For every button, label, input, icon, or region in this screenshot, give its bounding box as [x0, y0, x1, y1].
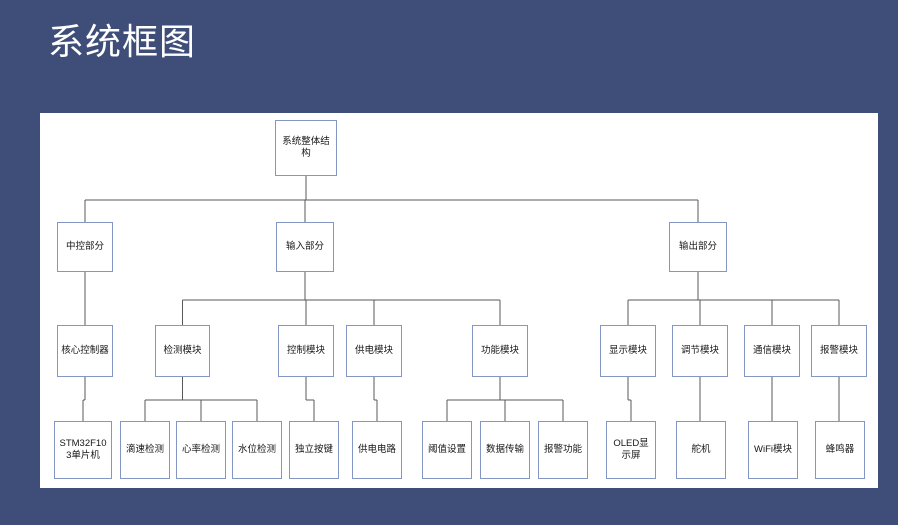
diagram-node-function[interactable]: 功能模块 — [472, 325, 528, 377]
diagram-node-power[interactable]: 供电模块 — [346, 325, 402, 377]
diagram-node-label: 报警模块 — [819, 344, 858, 356]
diagram-node-button[interactable]: 独立按键 — [289, 421, 339, 479]
diagram-node-heart[interactable]: 心率检测 — [176, 421, 226, 479]
diagram-node-label: 报警功能 — [543, 443, 582, 455]
diagram-node-detect[interactable]: 检测模块 — [155, 325, 210, 377]
diagram-node-label: 系统整体结构 — [282, 135, 330, 160]
diagram-node-datatx[interactable]: 数据传输 — [480, 421, 530, 479]
diagram-node-wifi[interactable]: WiFi模块 — [748, 421, 798, 479]
diagram-node-label: 舵机 — [691, 443, 711, 455]
diagram-node-label: 输入部分 — [285, 240, 324, 252]
diagram-node-control[interactable]: 控制模块 — [278, 325, 334, 377]
diagram-node-root[interactable]: 系统整体结构 — [275, 120, 337, 176]
diagram-node-label: 蜂鸣器 — [825, 443, 855, 455]
diagram-node-label: STM32F103单片机 — [59, 437, 107, 462]
diagram-node-label: 独立按键 — [294, 443, 333, 455]
diagram-node-stm32[interactable]: STM32F103单片机 — [54, 421, 112, 479]
diagram-node-buzzer[interactable]: 蜂鸣器 — [815, 421, 865, 479]
diagram-node-label: 通信模块 — [752, 344, 791, 356]
diagram-node-label: 水位检测 — [237, 443, 276, 455]
diagram-node-label: 心率检测 — [181, 443, 220, 455]
diagram-node-servo[interactable]: 舵机 — [676, 421, 726, 479]
diagram-node-label: 数据传输 — [485, 443, 524, 455]
diagram-node-label: 调节模块 — [680, 344, 719, 356]
diagram-node-oled[interactable]: OLED显示屏 — [606, 421, 656, 479]
diagram-node-label: OLED显示屏 — [613, 437, 649, 462]
diagram-node-label: 控制模块 — [286, 344, 325, 356]
diagram-node-input[interactable]: 输入部分 — [276, 222, 334, 272]
diagram-node-threshold[interactable]: 阈值设置 — [422, 421, 472, 479]
diagram-node-label: 核心控制器 — [61, 344, 109, 356]
diagram-canvas: 系统整体结构中控部分 输入部分 输出部分核心控制器 检测模块 控制模块 供电模块 功能模块 显… — [40, 113, 878, 488]
connector-lines — [82, 176, 840, 421]
diagram-node-label: 中控部分 — [65, 240, 104, 252]
diagram-node-alarmfn[interactable]: 报警功能 — [538, 421, 588, 479]
diagram-node-label: 检测模块 — [163, 344, 202, 356]
diagram-node-central[interactable]: 中控部分 — [57, 222, 113, 272]
diagram-node-drip[interactable]: 滴速检测 — [120, 421, 170, 479]
diagram-node-water[interactable]: 水位检测 — [232, 421, 282, 479]
diagram-node-display[interactable]: 显示模块 — [600, 325, 656, 377]
diagram-node-label: 显示模块 — [608, 344, 647, 356]
page-title: 系统框图 — [48, 21, 197, 62]
diagram-connectors — [82, 176, 840, 421]
diagram-node-label: 阈值设置 — [427, 443, 466, 455]
diagram-node-psu[interactable]: 供电电路 — [352, 421, 402, 479]
diagram-node-label: 输出部分 — [678, 240, 717, 252]
diagram-node-alarm[interactable]: 报警模块 — [811, 325, 867, 377]
diagram-node-comm[interactable]: 通信模块 — [744, 325, 800, 377]
diagram-node-label: 供电模块 — [354, 344, 393, 356]
diagram-node-label: 滴速检测 — [125, 443, 164, 455]
diagram-node-adjust[interactable]: 调节模块 — [672, 325, 728, 377]
diagram-node-label: 功能模块 — [480, 344, 519, 356]
diagram-node-label: WiFi模块 — [754, 443, 792, 455]
diagram-node-output[interactable]: 输出部分 — [669, 222, 727, 272]
diagram-node-label: 供电电路 — [357, 443, 396, 455]
diagram-node-core_ctrl[interactable]: 核心控制器 — [57, 325, 113, 377]
